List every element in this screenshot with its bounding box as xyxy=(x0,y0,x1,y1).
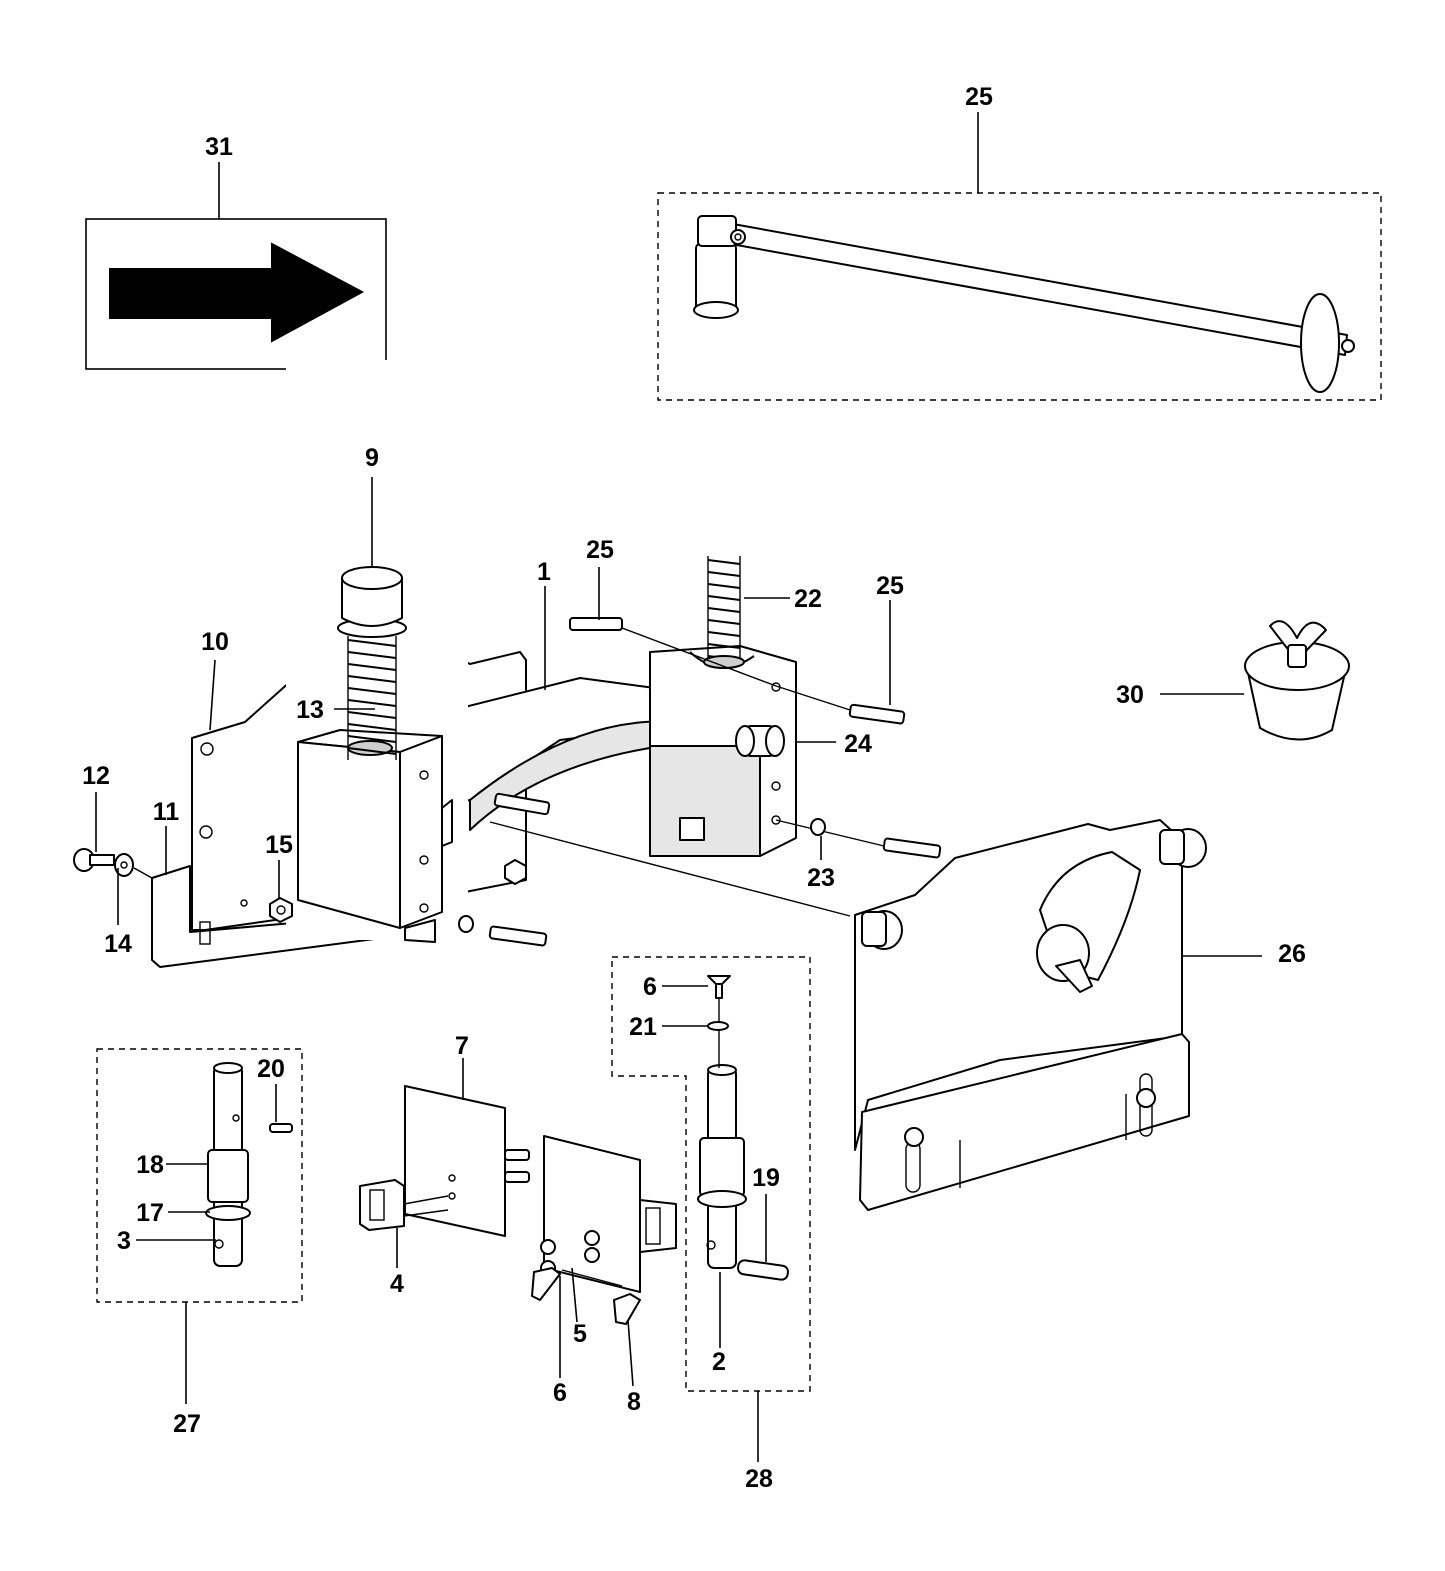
washer-14 xyxy=(114,853,134,877)
callout-24: 24 xyxy=(844,730,872,758)
right-side-plate xyxy=(489,819,1262,1211)
callout-12: 12 xyxy=(82,762,110,790)
nut-15 xyxy=(269,897,293,923)
callout-6-top: 6 xyxy=(643,973,657,1001)
callout-14: 14 xyxy=(104,930,132,958)
plate-7-and-block-4 xyxy=(359,1085,530,1237)
callout-7: 7 xyxy=(455,1032,469,1060)
bushing-24 xyxy=(735,725,785,757)
callout-11: 11 xyxy=(153,798,180,826)
callout-29: 28 xyxy=(745,1465,773,1493)
cap-9 xyxy=(337,566,407,638)
bolts xyxy=(488,617,942,947)
pin-assembly-28 xyxy=(96,1048,303,1404)
washer-small xyxy=(458,915,474,933)
callout-30: 30 xyxy=(1116,681,1144,709)
latch-plate xyxy=(531,1135,677,1325)
callout-labels: 31 25 9 1 25 22 25 30 10 13 24 12 11 15 … xyxy=(82,83,1306,1493)
callout-31: 31 xyxy=(205,133,233,161)
callout-17: 17 xyxy=(136,1199,164,1227)
leader-lines xyxy=(95,477,891,1387)
callout-13: 13 xyxy=(296,696,324,724)
cap-and-spring xyxy=(337,566,407,760)
callout-2: 2 xyxy=(712,1348,726,1376)
callout-18: 18 xyxy=(136,1151,164,1179)
spring-22 xyxy=(703,556,745,669)
small-hardware xyxy=(73,818,826,933)
callout-8: 8 xyxy=(627,1388,641,1416)
washer-23 xyxy=(810,818,826,836)
callout-23: 23 xyxy=(807,864,835,892)
callout-6-bottom: 6 xyxy=(553,1379,567,1407)
plug-cap xyxy=(1160,620,1350,741)
callout-15: 15 xyxy=(265,831,293,859)
bolt-12 xyxy=(73,848,115,872)
rod-assembly-group xyxy=(657,112,1382,401)
callout-1: 1 xyxy=(537,558,551,586)
callout-9: 9 xyxy=(365,444,379,472)
nut-near-block xyxy=(504,859,527,885)
left-block-fixed xyxy=(286,368,468,943)
callout-26: 25 xyxy=(965,83,993,111)
callout-22: 22 xyxy=(794,585,822,613)
spring-13 xyxy=(347,636,397,760)
callout-4: 4 xyxy=(390,1270,404,1298)
callout-28: 27 xyxy=(173,1410,201,1438)
callout-25-right: 25 xyxy=(876,572,904,600)
callout-5: 5 xyxy=(573,1320,587,1348)
callout-25-left: 25 xyxy=(586,536,614,564)
callout-19: 19 xyxy=(752,1164,780,1192)
arrow-right-icon xyxy=(109,242,365,343)
callout-3: 3 xyxy=(117,1227,131,1255)
callout-10: 10 xyxy=(201,628,229,656)
callout-20: 20 xyxy=(257,1055,285,1083)
callout-21: 21 xyxy=(629,1013,657,1041)
direction-arrow-panel xyxy=(85,162,387,370)
pin-assembly-29 xyxy=(611,956,811,1462)
callout-27: 26 xyxy=(1278,940,1306,968)
